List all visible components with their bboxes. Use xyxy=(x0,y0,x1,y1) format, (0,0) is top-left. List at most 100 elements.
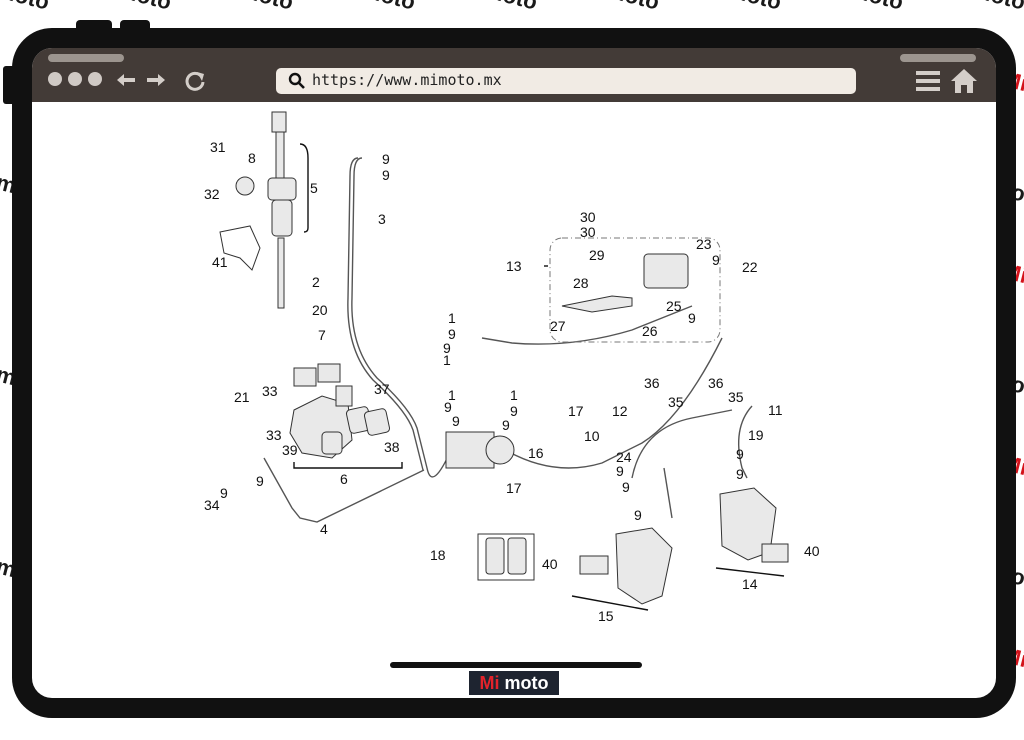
bracket-5 xyxy=(299,143,309,233)
part-number-label: 1 xyxy=(448,310,456,326)
part-number-label: 30 xyxy=(580,209,596,225)
brake-hose-front-master xyxy=(481,305,693,345)
part-number-label: 39 xyxy=(282,442,298,458)
part-number-label: 1 xyxy=(510,387,518,403)
part-number-label: 9 xyxy=(616,463,624,479)
part-number-label: 41 xyxy=(212,254,228,270)
watermark-word: Mi moto xyxy=(574,0,662,16)
part-number-label: 15 xyxy=(598,608,614,624)
part-number-label: 28 xyxy=(573,275,589,291)
bracket-14 xyxy=(715,567,785,577)
part-number-label: 9 xyxy=(736,446,744,462)
part-number-label: 33 xyxy=(266,427,282,443)
menu-icon[interactable] xyxy=(916,70,940,92)
search-icon xyxy=(288,72,305,89)
brake-hose-11 xyxy=(737,405,753,479)
front-caliper-left xyxy=(615,527,673,605)
part-number-label: 5 xyxy=(310,180,318,196)
part-number-label: 13 xyxy=(506,258,522,274)
pad-part-39 xyxy=(321,431,343,455)
part-number-label: 9 xyxy=(736,466,744,482)
brake-hose-12 xyxy=(631,409,733,479)
pad-clip-40-left xyxy=(579,555,609,575)
part-number-label: 6 xyxy=(340,471,348,487)
brake-hose-3 xyxy=(351,157,453,478)
part-number-label: 9 xyxy=(444,399,452,415)
pad-part-7a xyxy=(293,367,317,387)
part-number-label: 9 xyxy=(688,310,696,326)
back-arrow-icon[interactable] xyxy=(116,72,136,88)
master-cylinder-part xyxy=(271,199,293,237)
window-dot-icon[interactable] xyxy=(68,72,82,86)
brake-hose-10 xyxy=(501,337,723,469)
part-number-label: 29 xyxy=(589,247,605,263)
part-number-label: 9 xyxy=(622,479,630,495)
part-number-label: 9 xyxy=(502,417,510,433)
part-number-label: 14 xyxy=(742,576,758,592)
forward-arrow-icon[interactable] xyxy=(146,72,166,88)
part-number-label: 32 xyxy=(204,186,220,202)
part-number-label: 34 xyxy=(204,497,220,513)
part-number-label: 21 xyxy=(234,389,250,405)
tab-pill-left xyxy=(48,54,124,62)
part-number-label: 8 xyxy=(248,150,256,166)
watermark-word: Mi moto xyxy=(452,0,540,16)
tab-pill-right xyxy=(900,54,976,62)
part-number-label: 9 xyxy=(382,151,390,167)
part-number-label: 17 xyxy=(506,480,522,496)
pushrod-part xyxy=(277,237,285,309)
mimoto-logo: Mi moto xyxy=(469,671,559,695)
part-number-label: 38 xyxy=(384,439,400,455)
part-number-label: 7 xyxy=(318,327,326,343)
brake-hose-24 xyxy=(663,467,673,519)
part-number-label: 23 xyxy=(696,236,712,252)
part-number-label: 30 xyxy=(580,224,596,240)
watermark-word: Mi moto xyxy=(696,0,784,16)
part-number-label: 31 xyxy=(210,139,226,155)
reservoir-hose-part xyxy=(275,131,285,179)
url-text: https://www.mimoto.mx xyxy=(312,71,502,89)
front-master-cylinder-group-outline xyxy=(549,237,721,343)
part-number-label: 1 xyxy=(448,387,456,403)
part-number-label: 22 xyxy=(742,259,758,275)
part-number-label: 17 xyxy=(568,403,584,419)
watermark-word: Mi moto xyxy=(0,0,52,16)
part-number-label: 11 xyxy=(768,402,783,418)
part-number-label: 9 xyxy=(448,326,456,342)
part-number-label: 35 xyxy=(668,394,684,410)
pad-clip-40-right xyxy=(761,543,789,563)
brake-hose-3-outline xyxy=(347,157,424,471)
reload-icon[interactable] xyxy=(184,70,206,92)
browser-toolbar: https://www.mimoto.mx xyxy=(32,48,996,102)
part-number-label: 20 xyxy=(312,302,328,318)
address-bar[interactable]: https://www.mimoto.mx xyxy=(276,68,856,94)
watermark-word: Mi moto xyxy=(940,0,1024,16)
watermark-word: Mi moto xyxy=(208,0,296,16)
part-number-label: 9 xyxy=(256,473,264,489)
front-brake-lever xyxy=(561,295,633,313)
cap-part-32 xyxy=(235,176,255,196)
part-number-label: 35 xyxy=(728,389,744,405)
window-dot-icon[interactable] xyxy=(88,72,102,86)
reservoir-body-part xyxy=(267,177,297,201)
brake-pad-18a xyxy=(485,537,505,575)
part-number-label: 36 xyxy=(708,375,724,391)
part-number-label: 9 xyxy=(712,252,720,268)
part-number-label: 27 xyxy=(550,318,566,334)
part-number-label: 12 xyxy=(612,403,628,419)
part-number-label: 9 xyxy=(634,507,642,523)
part-number-label: 18 xyxy=(430,547,446,563)
home-icon[interactable] xyxy=(950,68,978,94)
brake-hose-4 xyxy=(263,457,425,523)
part-number-label: 16 xyxy=(528,445,544,461)
part-number-label: 36 xyxy=(644,375,660,391)
front-master-cylinder-body xyxy=(643,253,689,289)
bracket-part-41 xyxy=(219,225,261,271)
part-number-label: 9 xyxy=(443,340,451,356)
bracket-6 xyxy=(293,462,403,469)
window-dot-icon[interactable] xyxy=(48,72,62,86)
part-number-label: 24 xyxy=(616,449,632,465)
watermark-word: Mi moto xyxy=(330,0,418,16)
